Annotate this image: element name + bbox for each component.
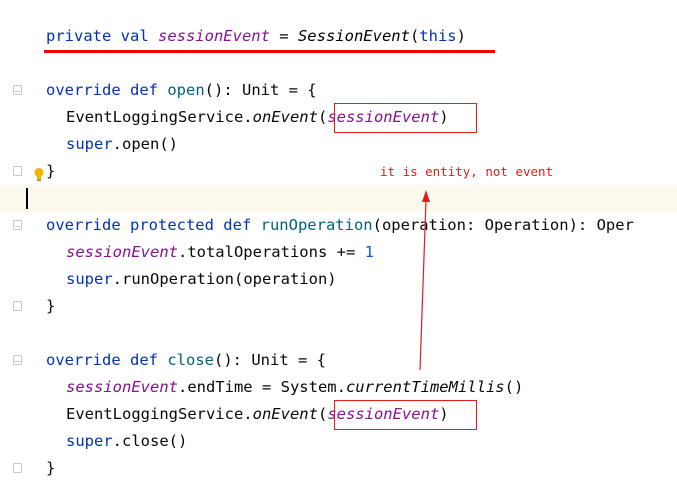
function-name-token: runOperation xyxy=(260,216,373,234)
current-line-highlight xyxy=(0,185,677,212)
property-token: sessionEvent xyxy=(327,405,440,423)
property-token: sessionEvent xyxy=(327,108,440,126)
code-line-brace[interactable]: } xyxy=(46,293,55,320)
code-text: (operation: Operation): Oper xyxy=(372,216,634,234)
brace-token: } xyxy=(46,297,56,315)
code-text: .close() xyxy=(112,432,188,450)
code-line-super-runoperation[interactable]: super.runOperation(operation) xyxy=(66,266,337,293)
paren-token: ) xyxy=(439,108,449,126)
code-line-total-operations[interactable]: sessionEvent.totalOperations += 1 xyxy=(66,239,374,266)
code-line-close-def[interactable]: override def close(): Unit = { xyxy=(46,347,326,374)
code-line-end-time[interactable]: sessionEvent.endTime = System.currentTim… xyxy=(66,374,523,401)
code-line-super-close[interactable]: super.close() xyxy=(66,428,187,455)
property-token: sessionEvent xyxy=(66,378,178,396)
fold-marker-icon[interactable] xyxy=(13,220,22,230)
operator-token: = xyxy=(269,27,298,45)
code-line-super-open[interactable]: super.open() xyxy=(66,131,178,158)
code-text: .endTime = System. xyxy=(177,378,346,396)
function-name-token: open xyxy=(167,81,205,99)
fold-marker-icon[interactable] xyxy=(13,463,22,473)
paren-token: ( xyxy=(317,405,328,423)
code-text: EventLoggingService. xyxy=(66,108,253,126)
red-underline-annotation xyxy=(44,50,495,53)
keyword-token: super xyxy=(66,135,113,153)
code-text: (): Unit = { xyxy=(204,81,317,99)
property-token: sessionEvent xyxy=(66,243,178,261)
code-line-brace[interactable]: } xyxy=(46,455,55,482)
code-line-onevent-call[interactable]: EventLoggingService.onEvent(sessionEvent… xyxy=(66,104,449,131)
text-caret xyxy=(26,188,28,209)
brace-token: } xyxy=(46,459,56,477)
code-text: EventLoggingService. xyxy=(66,405,253,423)
property-token: sessionEvent xyxy=(157,27,270,45)
code-text: (): Unit = { xyxy=(214,351,326,369)
lightbulb-icon[interactable] xyxy=(33,167,45,181)
keyword-token: override def xyxy=(46,81,168,99)
fold-marker-icon[interactable] xyxy=(13,166,22,176)
paren-token: ( xyxy=(317,108,328,126)
method-token: onEvent xyxy=(252,405,318,423)
paren-token: ) xyxy=(439,405,449,423)
paren-token: ) xyxy=(456,27,466,45)
function-name-token: close xyxy=(167,351,214,369)
paren-token: () xyxy=(504,378,524,396)
code-text: .totalOperations += xyxy=(177,243,365,261)
keyword-token: override def xyxy=(46,351,168,369)
method-token: currentTimeMillis xyxy=(345,378,505,396)
code-line-runoperation-def[interactable]: override protected def runOperation(oper… xyxy=(46,212,634,239)
fold-marker-icon[interactable] xyxy=(13,355,22,365)
code-line-field-declaration[interactable]: private val sessionEvent = SessionEvent(… xyxy=(46,23,466,50)
fold-marker-icon[interactable] xyxy=(13,301,22,311)
code-text: .runOperation(operation) xyxy=(112,270,337,288)
code-line-onevent-call[interactable]: EventLoggingService.onEvent(sessionEvent… xyxy=(66,401,449,428)
paren-token: ( xyxy=(409,27,420,45)
keyword-token: super xyxy=(66,432,113,450)
code-text: .open() xyxy=(112,135,178,153)
type-token: SessionEvent xyxy=(297,27,410,45)
code-line-brace[interactable]: } xyxy=(46,158,55,185)
number-token: 1 xyxy=(364,243,374,261)
editor-gutter[interactable] xyxy=(0,0,30,499)
keyword-token: super xyxy=(66,270,113,288)
annotation-note: it is entity, not event xyxy=(380,164,554,179)
keyword-token: override protected def xyxy=(46,216,261,234)
code-line-open-def[interactable]: override def open(): Unit = { xyxy=(46,77,317,104)
keyword-token: private val xyxy=(46,27,158,45)
method-token: onEvent xyxy=(252,108,318,126)
fold-marker-icon[interactable] xyxy=(13,85,22,95)
keyword-token: this xyxy=(419,27,457,45)
brace-token: } xyxy=(46,162,56,180)
